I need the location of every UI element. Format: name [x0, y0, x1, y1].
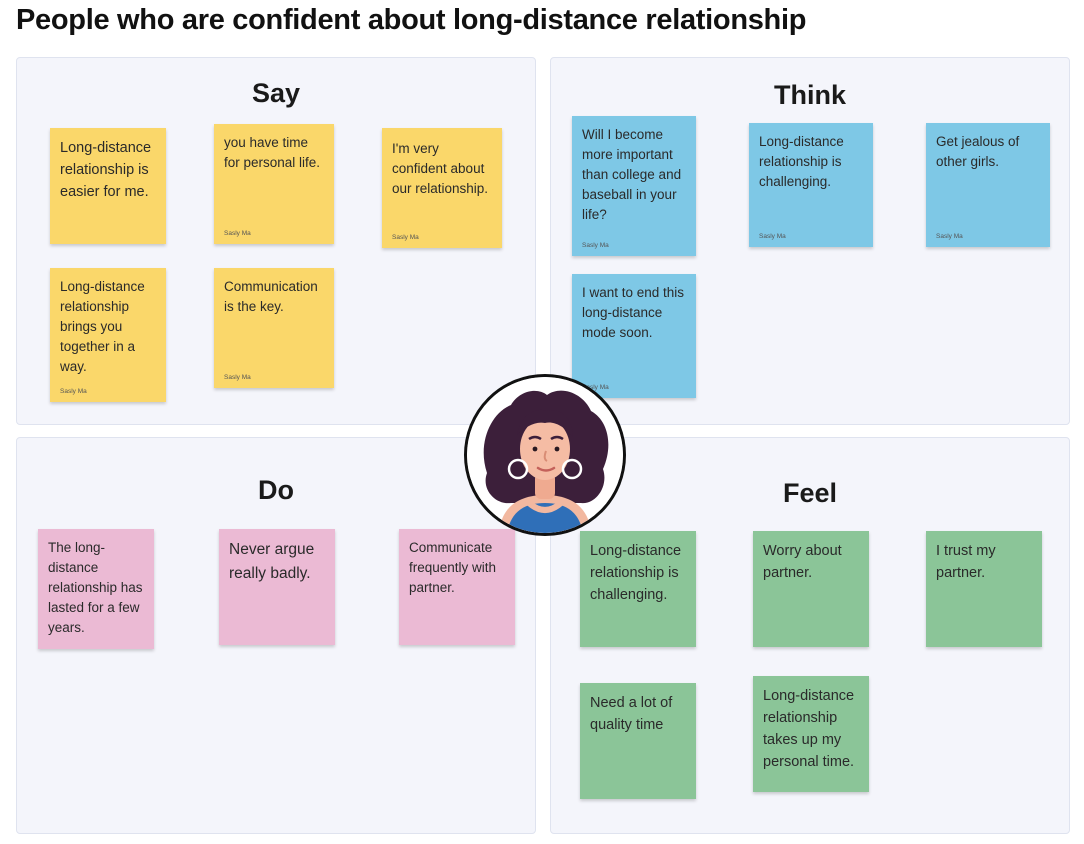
note-text: I want to end this long-distance mode so… [582, 285, 685, 340]
sticky-note[interactable]: Long-distance relationship is challengin… [580, 531, 696, 647]
note-author: Sasly Ma [936, 233, 963, 240]
note-text: Communication is the key. [224, 279, 318, 314]
note-author: Sasly Ma [582, 242, 609, 249]
note-text: I trust my partner. [936, 543, 996, 581]
note-author: Sasly Ma [224, 374, 251, 381]
avatar [464, 374, 626, 536]
quadrant-title-say: Say [251, 78, 301, 108]
quadrant-think: Think Will I become more important than … [550, 57, 1070, 425]
page-title: People who are confident about long-dist… [16, 4, 807, 36]
sticky-note[interactable]: The long-distance relationship has laste… [38, 529, 154, 649]
quadrant-do: Do The long-distance relationship has la… [16, 437, 536, 834]
note-text: Will I become more important than colleg… [582, 127, 682, 222]
quadrant-title-do: Do [258, 475, 294, 505]
sticky-note[interactable]: Long-distance relationship is challengin… [749, 123, 873, 247]
sticky-note[interactable]: Never argue really badly. [219, 529, 335, 645]
woman-portrait-icon [467, 377, 623, 533]
note-text: Worry about partner. [763, 543, 842, 581]
sticky-note[interactable]: Long-distance relationship is easier for… [50, 128, 166, 244]
note-author: Sasly Ma [60, 388, 87, 395]
sticky-note[interactable]: Worry about partner. [753, 531, 869, 647]
note-author: Sasly Ma [759, 233, 786, 240]
note-text: I'm very confident about our relationshi… [392, 141, 489, 196]
note-text: Long-distance relationship is challengin… [590, 543, 682, 603]
note-author: Sasly Ma [224, 230, 251, 237]
sticky-note[interactable]: Will I become more important than colleg… [572, 116, 696, 256]
note-text: Communicate frequently with partner. [409, 540, 497, 595]
note-text: you have time for personal life. [224, 135, 321, 170]
note-text: Long-distance relationship brings you to… [60, 279, 145, 374]
quadrant-say: Say Long-distance relationship is easier… [16, 57, 536, 425]
note-text: The long-distance relationship has laste… [48, 540, 143, 635]
quadrant-title-feel: Feel [782, 478, 838, 508]
note-text: Long-distance relationship takes up my p… [763, 688, 855, 770]
note-text: Long-distance relationship is easier for… [60, 140, 152, 200]
sticky-note[interactable]: I'm very confident about our relationshi… [382, 128, 502, 248]
quadrant-title-think: Think [774, 80, 846, 110]
sticky-note[interactable]: Get jealous of other girls. Sasly Ma [926, 123, 1050, 247]
note-author: Sasly Ma [392, 234, 419, 241]
sticky-note[interactable]: you have time for personal life. Sasly M… [214, 124, 334, 244]
sticky-note[interactable]: Long-distance relationship brings you to… [50, 268, 166, 402]
sticky-note[interactable]: I trust my partner. [926, 531, 1042, 647]
sticky-note[interactable]: Communicate frequently with partner. [399, 529, 515, 645]
sticky-note[interactable]: Communication is the key. Sasly Ma [214, 268, 334, 388]
sticky-note[interactable]: Need a lot of quality time [580, 683, 696, 799]
quadrant-feel: Feel Long-distance relationship is chall… [550, 437, 1070, 834]
note-text: Get jealous of other girls. [936, 134, 1020, 169]
sticky-note[interactable]: I want to end this long-distance mode so… [572, 274, 696, 398]
note-author: Sasly Ma [582, 384, 609, 391]
note-text: Never argue really badly. [229, 541, 315, 582]
note-text: Need a lot of quality time [590, 695, 673, 733]
note-text: Long-distance relationship is challengin… [759, 134, 844, 189]
sticky-note[interactable]: Long-distance relationship takes up my p… [753, 676, 869, 792]
